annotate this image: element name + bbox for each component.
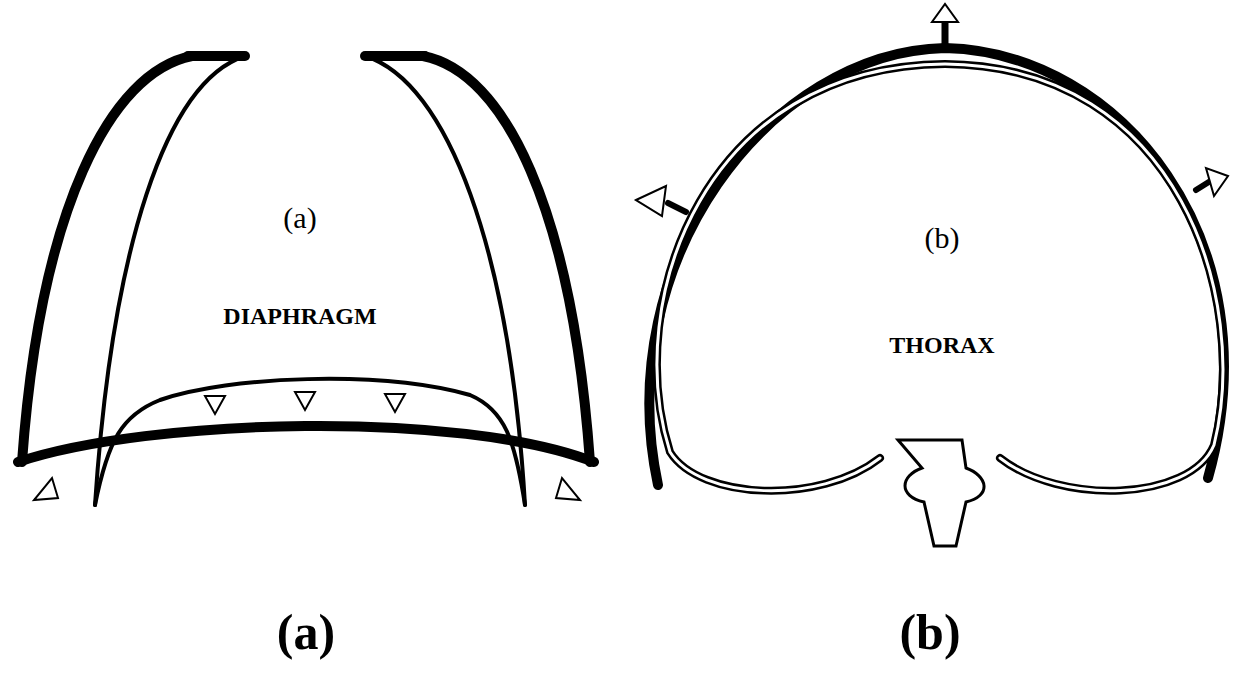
rib-outer-left — [22, 56, 192, 462]
diaphragm-flattened — [18, 426, 594, 462]
pleura-gap — [657, 64, 1223, 491]
rib-outer-right — [423, 56, 590, 462]
panel-caption: (b) — [899, 607, 960, 657]
outward-arrow — [556, 478, 580, 500]
outward-arrow — [34, 478, 58, 500]
down-arrow — [205, 396, 225, 414]
vertebra — [898, 440, 984, 546]
motion-arrows-b — [636, 4, 1228, 216]
pleura-outer — [657, 64, 1223, 491]
panel-caption: (a) — [277, 607, 335, 657]
structure-name: THORAX — [889, 333, 994, 357]
up-arrow — [932, 4, 958, 22]
structure-name: DIAPHRAGM — [223, 304, 376, 328]
outward-arrow — [636, 186, 666, 216]
down-arrow — [295, 392, 315, 410]
motion-arrows-a — [34, 392, 580, 500]
panel-marker: (b) — [925, 223, 960, 253]
outward-arrow — [1206, 168, 1228, 196]
thorax-wall — [649, 48, 1224, 485]
down-arrow — [385, 394, 405, 412]
panel-marker: (a) — [283, 203, 316, 233]
arrow-stem — [668, 203, 686, 212]
rib-cage-front-view — [18, 56, 594, 505]
thorax-cross-section — [649, 18, 1224, 546]
diaphragm-dome — [95, 379, 525, 505]
